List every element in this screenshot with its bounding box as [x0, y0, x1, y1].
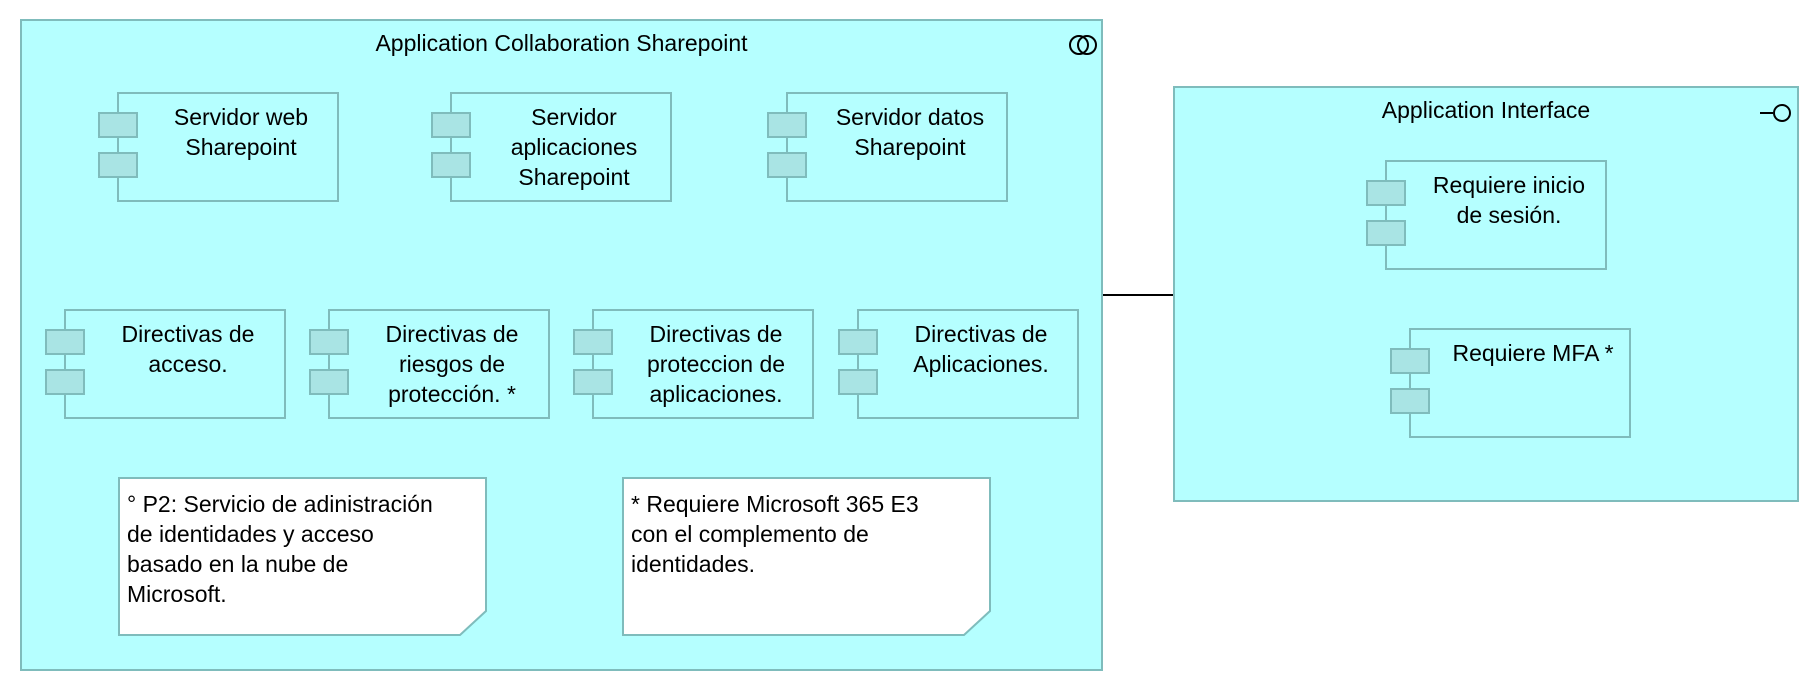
component-tab-icon — [431, 152, 471, 178]
note-shape — [118, 477, 487, 636]
component-tab-icon — [1366, 220, 1406, 246]
component-label: Servidor datos Sharepoint — [835, 104, 985, 160]
application-interface-group[interactable]: Application Interface Requiere inicio de… — [1173, 86, 1799, 502]
note-requiere-e3[interactable]: * Requiere Microsoft 365 E3 con el compl… — [622, 477, 992, 637]
component-label: Directivas de riesgos de protección. * — [385, 321, 519, 407]
component-label: Servidor aplicaciones Sharepoint — [510, 104, 638, 190]
note-text: * Requiere Microsoft 365 E3 con el compl… — [631, 491, 919, 577]
component-tab-icon — [838, 369, 878, 395]
component-directivas-proteccion[interactable]: Directivas de proteccion de aplicaciones… — [573, 309, 814, 419]
component-tab-icon — [1366, 180, 1406, 206]
application-collaboration-group[interactable]: Application Collaboration Sharepoint Ser… — [20, 19, 1103, 671]
component-requiere-mfa[interactable]: Requiere MFA * — [1390, 328, 1631, 438]
interface-title: Application Interface — [1381, 97, 1591, 123]
component-directivas-acceso[interactable]: Directivas de acceso. — [45, 309, 286, 419]
component-label: Directivas de acceso. — [121, 321, 255, 377]
component-tab-icon — [45, 369, 85, 395]
component-tab-icon — [98, 112, 138, 138]
interface-icon — [1759, 102, 1793, 129]
component-tab-icon — [45, 329, 85, 355]
collaboration-icon — [1068, 33, 1098, 62]
note-p2[interactable]: ° P2: Servicio de adinistración de ident… — [118, 477, 488, 637]
component-directivas-riesgos[interactable]: Directivas de riesgos de protección. * — [309, 309, 550, 419]
component-tab-icon — [767, 152, 807, 178]
component-tab-icon — [1390, 348, 1430, 374]
component-label: Requiere MFA * — [1452, 340, 1614, 366]
association-connector[interactable] — [1103, 294, 1174, 296]
component-tab-icon — [838, 329, 878, 355]
component-directivas-aplicaciones[interactable]: Directivas de Aplicaciones. — [838, 309, 1079, 419]
component-label: Directivas de proteccion de aplicaciones… — [646, 321, 786, 407]
component-servidor-aplicaciones[interactable]: Servidor aplicaciones Sharepoint — [431, 92, 672, 202]
component-tab-icon — [98, 152, 138, 178]
component-label: Directivas de Aplicaciones. — [913, 321, 1049, 377]
collaboration-title: Application Collaboration Sharepoint — [375, 30, 748, 56]
component-servidor-datos[interactable]: Servidor datos Sharepoint — [767, 92, 1008, 202]
component-label: Requiere inicio de sesión. — [1432, 172, 1586, 228]
component-tab-icon — [573, 369, 613, 395]
component-tab-icon — [431, 112, 471, 138]
component-tab-icon — [573, 329, 613, 355]
component-tab-icon — [309, 369, 349, 395]
note-shape — [622, 477, 991, 636]
component-requiere-inicio-sesion[interactable]: Requiere inicio de sesión. — [1366, 160, 1607, 270]
component-tab-icon — [1390, 388, 1430, 414]
component-tab-icon — [309, 329, 349, 355]
note-text: ° P2: Servicio de adinistración de ident… — [127, 491, 433, 607]
component-tab-icon — [767, 112, 807, 138]
component-servidor-web[interactable]: Servidor web Sharepoint — [98, 92, 339, 202]
component-label: Servidor web Sharepoint — [173, 104, 309, 160]
